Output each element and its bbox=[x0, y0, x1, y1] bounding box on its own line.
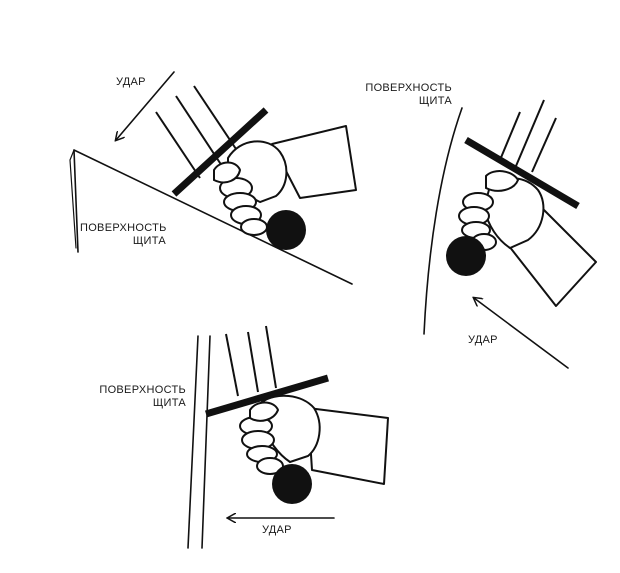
shield-surface-vertical bbox=[187, 335, 199, 549]
panel-right bbox=[423, 99, 597, 369]
strike-label-top-left: УДАР bbox=[116, 76, 146, 88]
shield-surface-line2: ЩИТА bbox=[418, 95, 452, 107]
shield-surface-line2: ЩИТА bbox=[152, 397, 186, 409]
sleeve bbox=[307, 407, 389, 485]
shield-surface-label-top-left: ПОВЕРХНОСТЬ ЩИТА bbox=[80, 222, 166, 248]
sword-blade bbox=[499, 99, 557, 173]
shield-edge bbox=[69, 149, 77, 249]
sword-blade bbox=[225, 325, 277, 397]
gripping-hand bbox=[213, 140, 288, 236]
shield-surface-line1: ПОВЕРХНОСТЬ bbox=[365, 82, 452, 94]
sleeve bbox=[271, 125, 357, 199]
shield-surface-label-bottom: ПОВЕРХНОСТЬ ЩИТА bbox=[96, 384, 186, 410]
shield-surface-line1: ПОВЕРХНОСТЬ bbox=[99, 384, 186, 396]
gripping-hand bbox=[239, 394, 321, 475]
shield-edge bbox=[201, 335, 211, 549]
panel-top-left bbox=[69, 71, 357, 285]
gripping-hand bbox=[458, 170, 545, 251]
strike-arrow bbox=[474, 298, 569, 369]
strike-arrow bbox=[116, 71, 175, 140]
shield-surface-slanted bbox=[73, 149, 353, 285]
shield-surface-curved bbox=[423, 107, 463, 335]
shield-surface-label-right: ПОВЕРХНОСТЬ ЩИТА bbox=[360, 82, 452, 108]
cross-guard bbox=[205, 374, 329, 418]
pommel bbox=[446, 236, 486, 276]
shield-surface-line2: ЩИТА bbox=[132, 235, 166, 247]
cross-guard bbox=[464, 136, 580, 210]
shield-surface-line1: ПОВЕРХНОСТЬ bbox=[80, 222, 167, 234]
strike-label-bottom: УДАР bbox=[262, 524, 292, 536]
pommel bbox=[272, 464, 312, 504]
panel-bottom bbox=[187, 325, 389, 549]
cross-guard bbox=[171, 107, 269, 197]
pommel bbox=[266, 210, 306, 250]
strike-label-right: УДАР bbox=[468, 334, 498, 346]
